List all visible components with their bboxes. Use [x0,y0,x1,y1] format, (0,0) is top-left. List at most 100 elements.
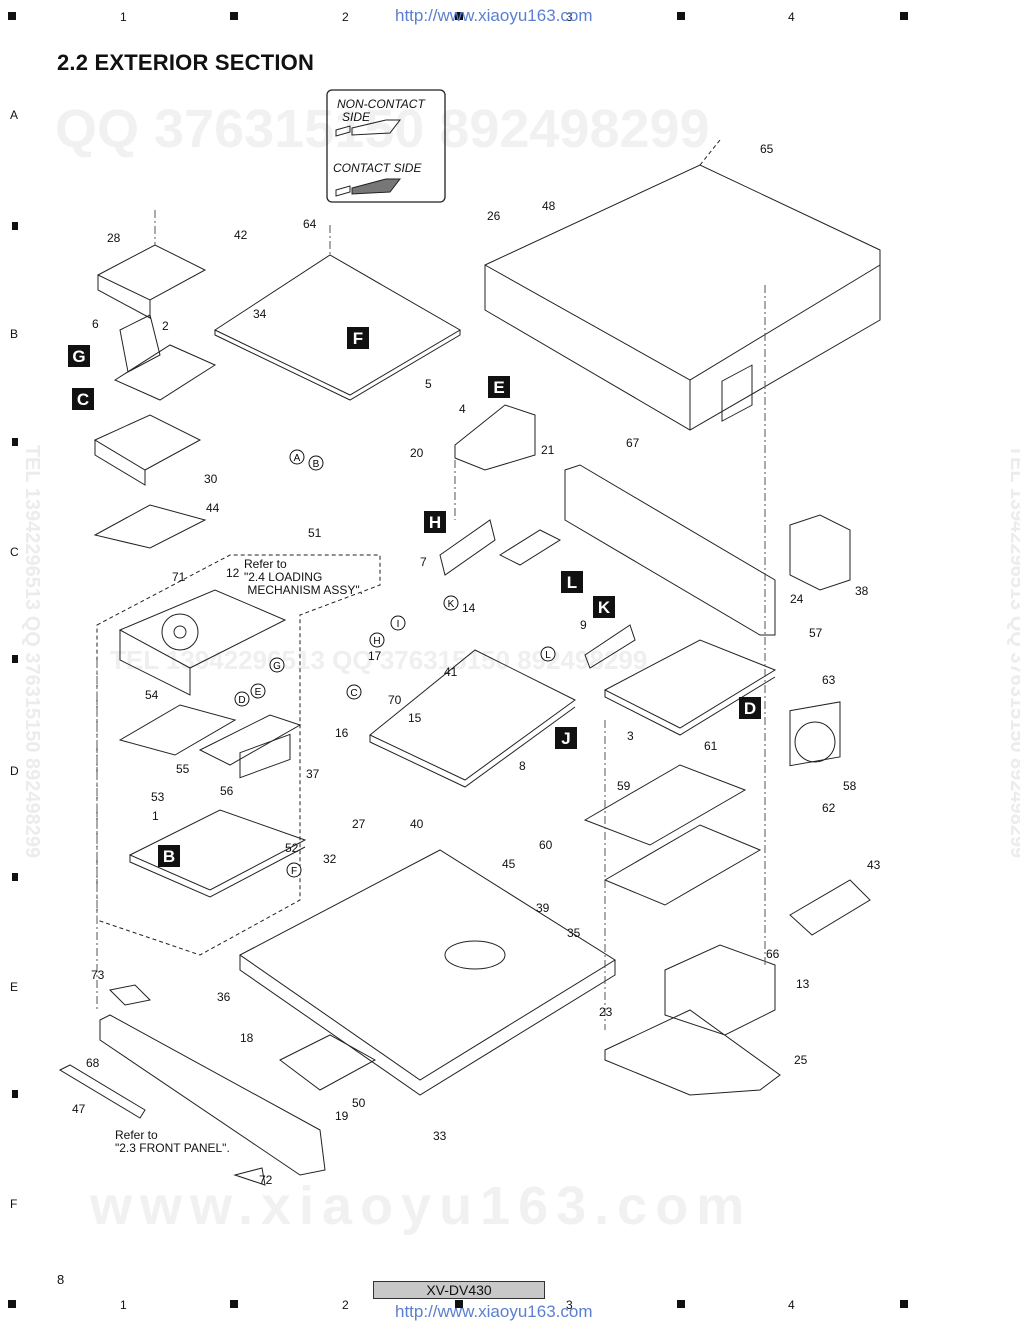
part-label-42: 42 [234,228,248,242]
board-e-4 [454,404,536,471]
page-title: 2.2 EXTERIOR SECTION [57,50,315,75]
part-label-28: 28 [107,231,121,245]
part-label-65: 65 [760,142,774,156]
column-2: 2 [342,10,349,24]
part-72 [233,1167,266,1186]
sheet-73 [108,984,152,1006]
row-a: A [10,108,19,122]
part-label-66: 66 [766,947,780,961]
ruler-mark [900,12,908,20]
header-url[interactable]: http://www.xiaoyu163.com [395,6,593,25]
board-tag-l: L [567,573,577,592]
ruler-mark [455,12,463,20]
part-label-60: 60 [539,838,553,852]
part-label-63: 63 [822,673,836,687]
part-47 [58,1064,146,1119]
part-label-57: 57 [809,626,823,640]
rear-panel-24 [564,464,776,636]
part-label-45: 45 [502,857,516,871]
board-tag-e-box [488,376,510,398]
row-mark [12,438,18,446]
ruler-mark [8,1300,16,1308]
connector-f-ring [286,862,302,878]
part-label-36: 36 [217,990,231,1004]
part-label-37: 37 [306,767,320,781]
part-label-7: 7 [420,555,427,569]
part-label-54: 54 [145,688,159,702]
part-label-18: 18 [240,1031,254,1045]
board-tag-l-box [561,571,583,593]
part-label-19: 19 [335,1109,349,1123]
row-mark [12,873,18,881]
part-label-21: 21 [541,443,555,457]
part-label-68: 68 [86,1056,100,1070]
board-tag-f-box [347,327,369,349]
board-tag-b: B [163,847,175,866]
part-label-52: 52 [285,841,299,855]
chassis-23 [239,849,616,1096]
row-mark [12,1090,18,1098]
part-label-73: 73 [91,968,105,982]
top-cover-48 [484,139,881,431]
board-d-3 [603,639,777,736]
footer-url[interactable]: http://www.xiaoyu163.com [395,1302,593,1321]
board-tag-j: J [561,729,570,748]
part-label-44: 44 [206,501,220,515]
part-label-26: 26 [487,209,501,223]
connector-h: H [373,636,380,647]
connector-l-ring [540,646,556,662]
row-e: E [10,980,19,994]
non-contact-icon [335,119,402,137]
part-37 [239,733,291,779]
part-label-61: 61 [704,739,718,753]
board-tag-g-box [68,345,90,367]
board-k-9 [584,624,636,669]
part-label-33: 33 [433,1129,447,1143]
part-label-64: 64 [303,217,317,231]
board-tag-d-box [739,697,761,719]
connector-b-ring [308,455,324,471]
connector-a: A [294,453,301,464]
part-label-35: 35 [567,926,581,940]
fan-58 [789,701,841,767]
column-2-bottom: 2 [342,1298,349,1312]
part-label-12: 12 [226,566,240,580]
part-label-70: 70 [388,693,402,707]
connector-b: B [313,459,320,470]
ruler-mark [230,1300,238,1308]
page-number: 8 [57,1272,65,1287]
ruler-mark [455,1300,463,1308]
board-tag-h-box [424,511,446,533]
row-mark [12,655,18,663]
row-f: F [10,1197,18,1211]
part-label-50: 50 [352,1096,366,1110]
sheet-50 [279,1034,377,1091]
sheet-43 [789,879,871,936]
part-label-41: 41 [444,665,458,679]
board-j-8 [369,649,576,788]
bracket-28 [96,244,207,319]
connector-c: C [350,688,357,699]
connector-g: G [273,661,281,672]
ruler-mark [8,12,16,20]
bracket-55 [198,714,302,766]
board-tag-b-box [158,845,180,867]
sheet-44 [93,504,207,549]
part-label-25: 25 [794,1053,808,1067]
bracket-38 [789,514,851,591]
column-4: 4 [788,10,795,24]
connector-d-ring [234,691,250,707]
connector-i-ring [390,615,406,631]
part-label-20: 20 [410,446,424,460]
part-label-1: 1 [152,809,159,823]
ruler-mark [900,1300,908,1308]
part-label-15: 15 [408,711,422,725]
connector-d: D [238,695,245,706]
part-label-62: 62 [822,801,836,815]
connector-g-ring [269,657,285,673]
ruler-mark [230,12,238,20]
connector-e-ring [250,683,266,699]
part-label-38: 38 [855,584,869,598]
